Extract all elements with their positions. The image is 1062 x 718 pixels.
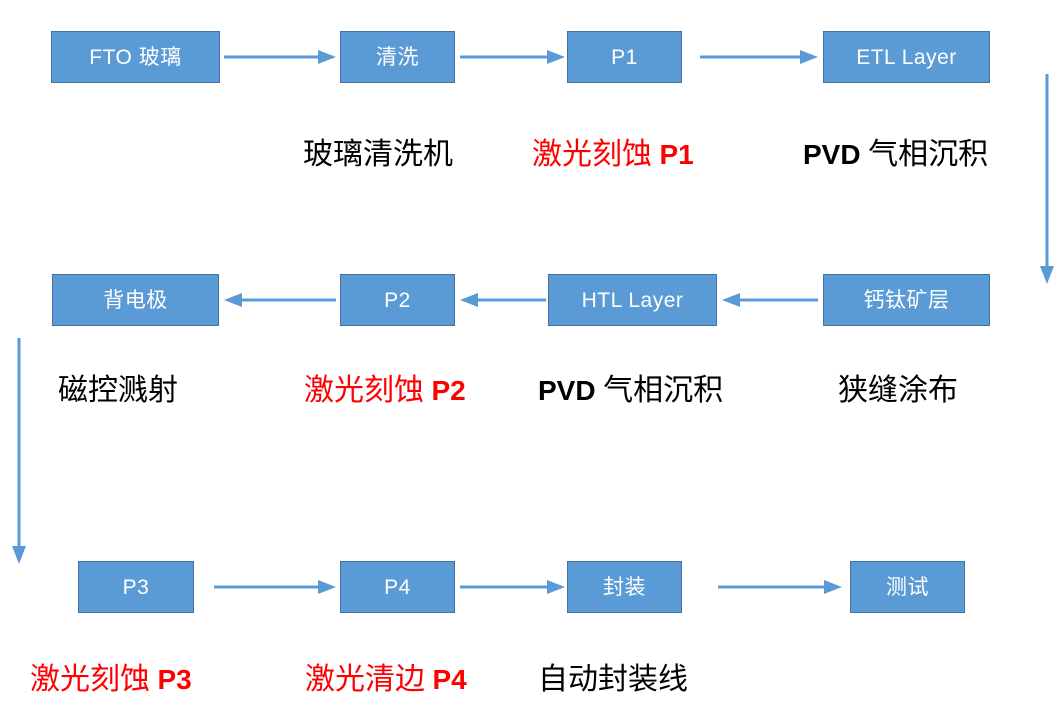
caption-text: 激光刻蚀	[532, 138, 652, 171]
arrow-down-right-connector	[1036, 74, 1058, 284]
node-label: P4	[384, 575, 411, 599]
arrow-perovskite-to-htl	[722, 289, 818, 311]
arrow-p3-to-p4	[214, 576, 336, 598]
caption-text: 激光清边	[305, 663, 425, 696]
caption-text: 玻璃清洗机	[303, 138, 453, 171]
node-label: 清洗	[376, 45, 419, 69]
node-fto-glass[interactable]: FTO 玻璃	[51, 31, 220, 83]
caption-slot-die-coating: 狭缝涂布	[838, 376, 958, 406]
arrow-htl-to-p2	[460, 289, 546, 311]
caption-text: 激光刻蚀	[30, 663, 150, 696]
node-label: P2	[384, 288, 411, 312]
node-htl-layer[interactable]: HTL Layer	[548, 274, 717, 326]
caption-code: P4	[432, 664, 467, 695]
caption-text: 自动封装线	[538, 663, 688, 696]
caption-laser-edge-cleaning-p4: 激光清边 P4	[305, 665, 467, 695]
caption-text: 气相沉积	[603, 374, 724, 407]
node-p4[interactable]: P4	[340, 561, 455, 613]
node-p3[interactable]: P3	[78, 561, 194, 613]
arrow-down-left-connector	[8, 338, 30, 564]
node-label: 钙钛矿层	[863, 288, 950, 312]
caption-code: P2	[431, 375, 466, 406]
node-label: FTO 玻璃	[89, 45, 182, 69]
caption-code: PVD	[538, 375, 596, 406]
node-p2[interactable]: P2	[340, 274, 455, 326]
node-label: P3	[122, 575, 150, 599]
node-label: 测试	[886, 575, 929, 599]
node-p1[interactable]: P1	[567, 31, 682, 83]
node-encapsulation[interactable]: 封装	[567, 561, 682, 613]
node-label: ETL Layer	[856, 45, 957, 69]
arrow-p1-to-etl	[700, 46, 818, 68]
caption-code: PVD	[803, 139, 861, 170]
node-label: 封装	[603, 575, 646, 599]
arrow-fto-to-clean	[224, 46, 336, 68]
caption-text: 激光刻蚀	[304, 374, 424, 407]
arrow-encapsulation-to-test	[718, 576, 842, 598]
caption-auto-encapsulation-line: 自动封装线	[538, 665, 688, 695]
caption-text: 气相沉积	[868, 138, 989, 171]
arrow-clean-to-p1	[460, 46, 565, 68]
node-back-electrode[interactable]: 背电极	[52, 274, 219, 326]
node-label: P1	[611, 45, 638, 69]
caption-text: 狭缝涂布	[838, 374, 958, 407]
caption-text: 磁控溅射	[58, 374, 178, 407]
node-etl-layer[interactable]: ETL Layer	[823, 31, 990, 83]
node-perovskite-layer[interactable]: 钙钛矿层	[823, 274, 990, 326]
node-label: HTL Layer	[581, 288, 684, 312]
node-cleaning[interactable]: 清洗	[340, 31, 455, 83]
caption-code: P1	[659, 139, 694, 170]
caption-magnetron-sputtering: 磁控溅射	[58, 376, 178, 406]
caption-pvd-deposition-2: PVD 气相沉积	[538, 376, 723, 406]
caption-glass-cleaner: 玻璃清洗机	[303, 140, 453, 170]
node-test[interactable]: 测试	[850, 561, 965, 613]
caption-laser-scribe-p1: 激光刻蚀 P1	[532, 140, 694, 170]
arrow-p4-to-encapsulation	[460, 576, 565, 598]
caption-pvd-deposition-1: PVD 气相沉积	[803, 140, 988, 170]
caption-laser-scribe-p2: 激光刻蚀 P2	[304, 376, 466, 406]
caption-code: P3	[157, 664, 192, 695]
arrow-p2-to-back-electrode	[224, 289, 336, 311]
caption-laser-scribe-p3: 激光刻蚀 P3	[30, 665, 192, 695]
node-label: 背电极	[103, 288, 168, 312]
